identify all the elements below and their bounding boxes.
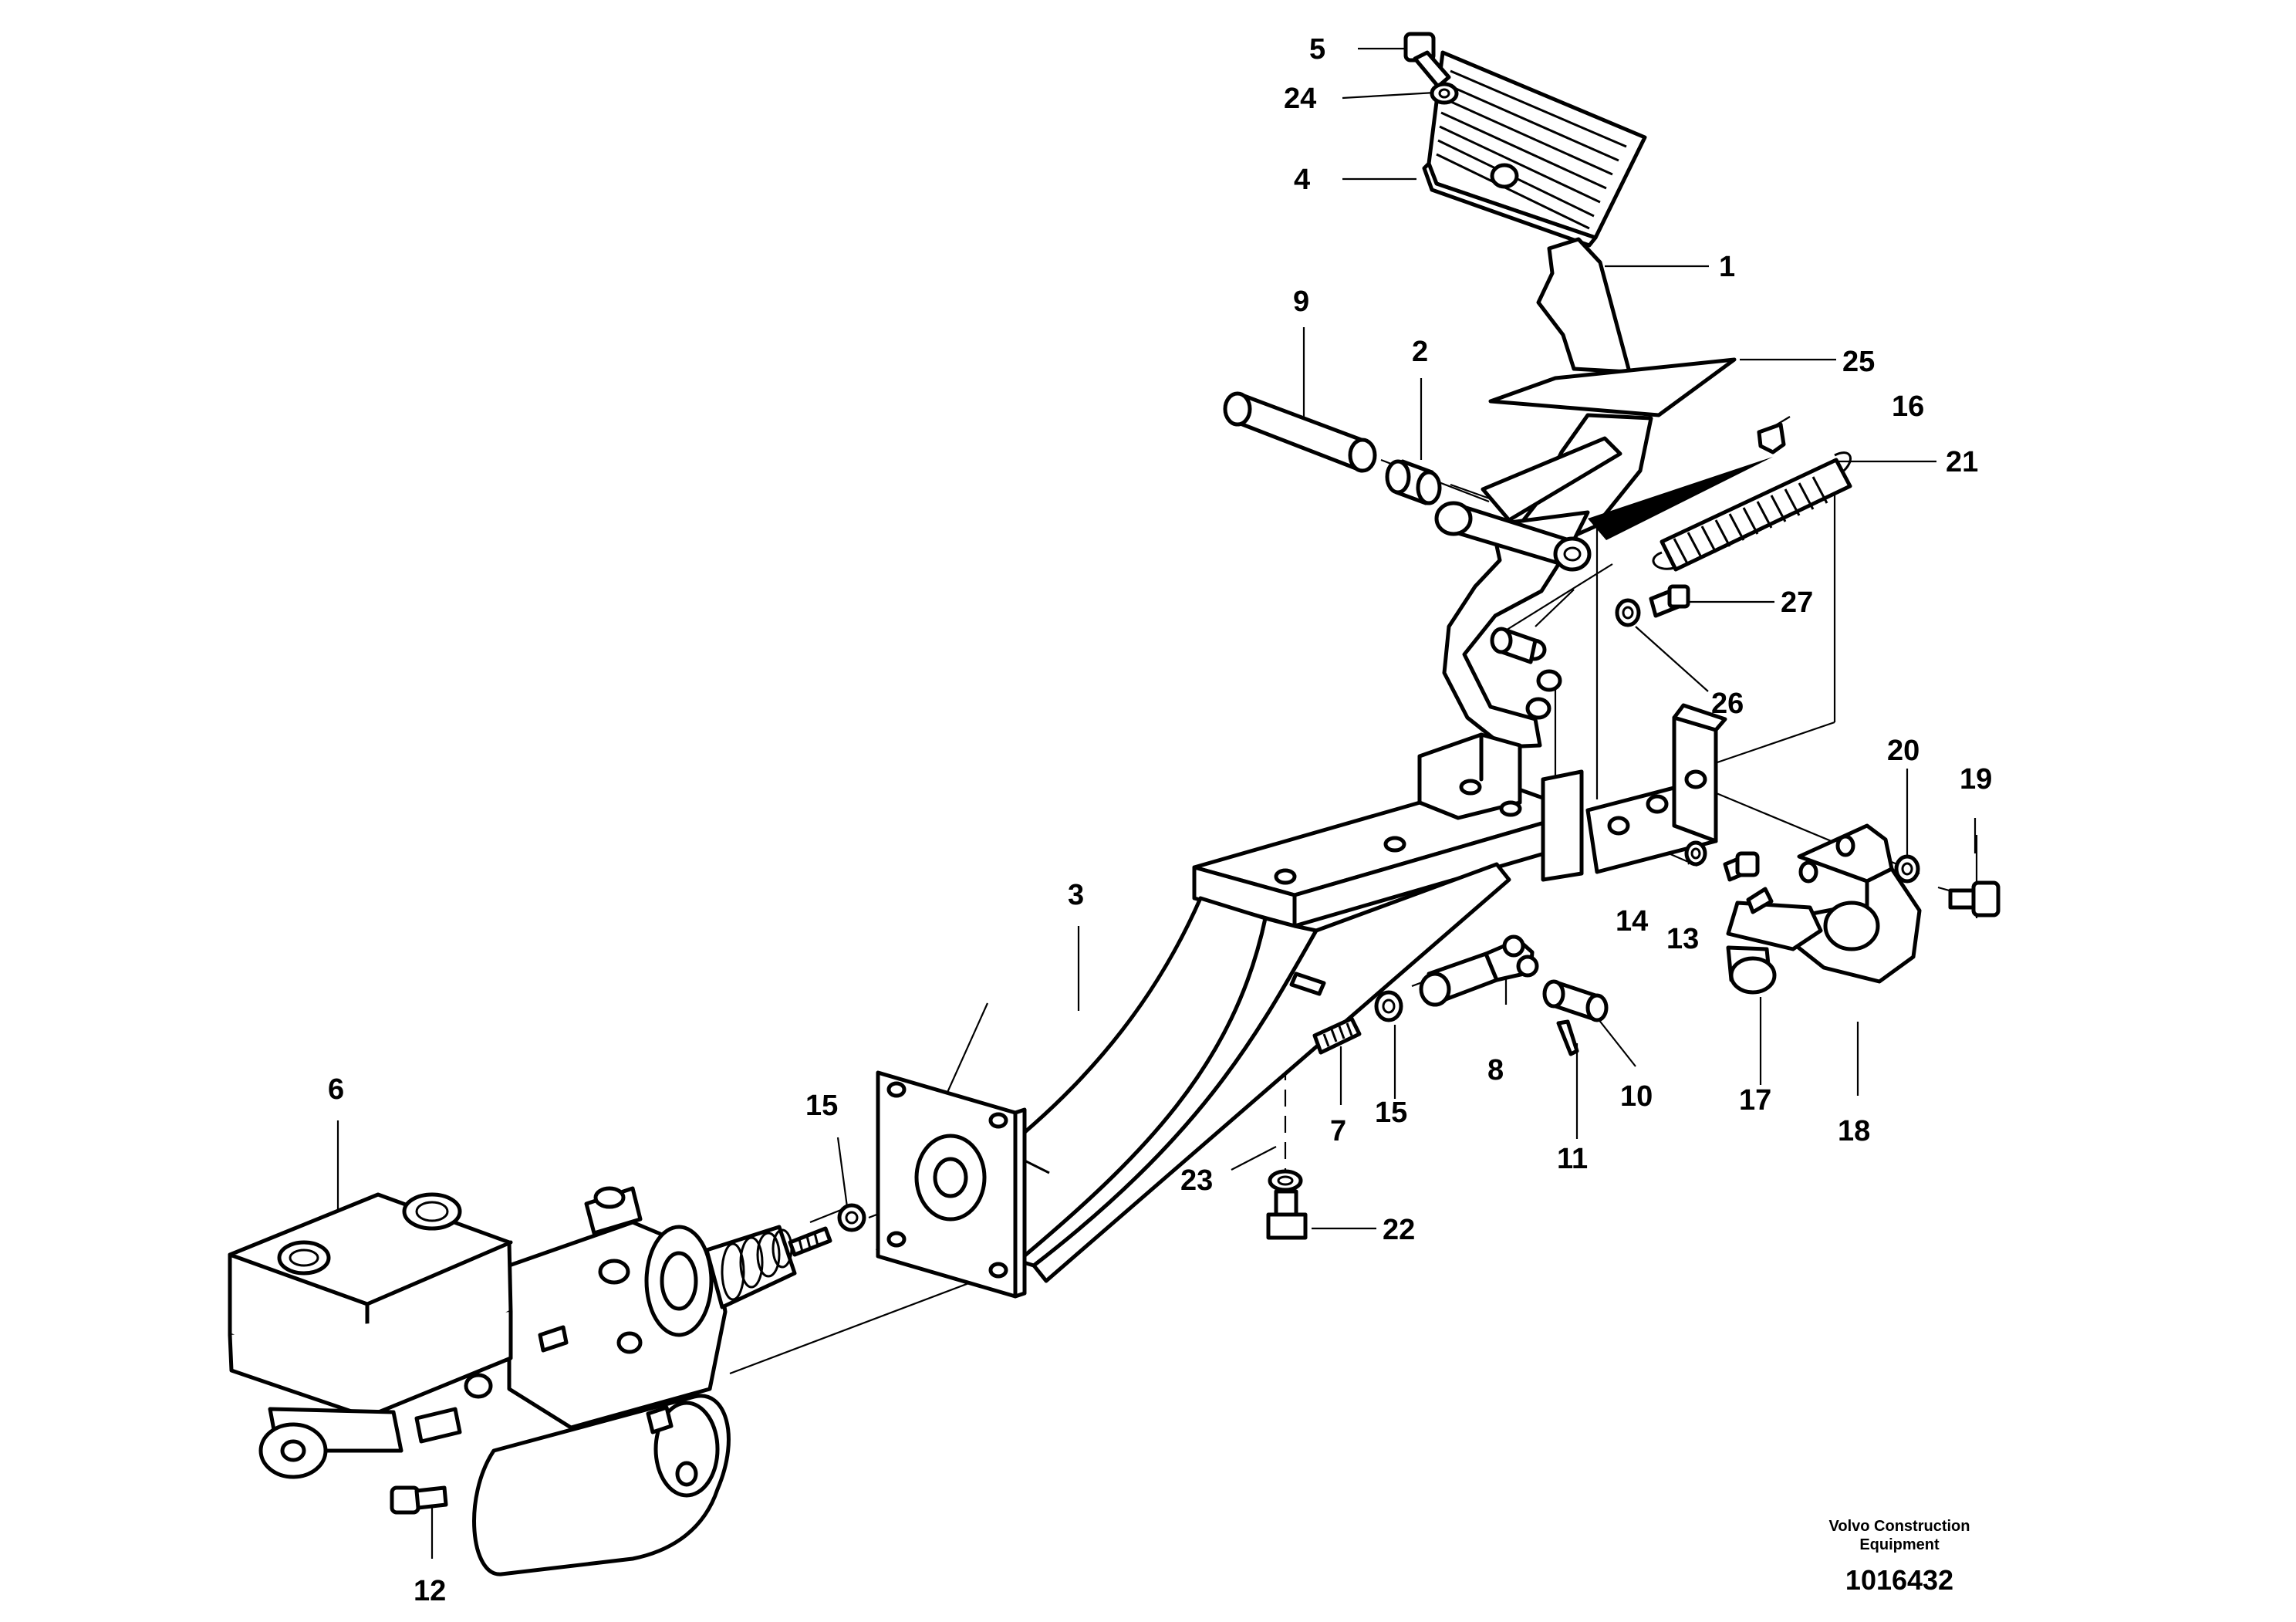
- callout-22: 22: [1383, 1214, 1415, 1246]
- callout-4: 4: [1294, 164, 1310, 196]
- clevis-8: [1419, 934, 1539, 1007]
- brake-light-switch-17: [1726, 887, 1823, 995]
- threaded-rod-7: [1312, 1016, 1362, 1055]
- callout-12: 12: [414, 1575, 446, 1607]
- callout-21: 21: [1946, 446, 1978, 478]
- cotter-pin-11: [1556, 1019, 1579, 1056]
- nut-15-right: [1374, 990, 1403, 1022]
- screw-27: [1649, 584, 1690, 618]
- callout-6: 6: [328, 1073, 344, 1106]
- pivot-tube: [1434, 501, 1592, 572]
- callout-17: 17: [1739, 1084, 1771, 1117]
- washer-26: [1615, 598, 1641, 627]
- document-number: 1016432: [1845, 1564, 1953, 1596]
- washer-24: [1430, 82, 1459, 105]
- spring-21: [1652, 451, 1852, 572]
- brand-line-2: Equipment: [1859, 1536, 1940, 1553]
- callout-2: 2: [1412, 336, 1428, 368]
- bolt-12: [390, 1485, 448, 1515]
- pedal-arm: [1442, 237, 1773, 749]
- switch-bracket-18: [1784, 823, 1922, 984]
- callout-24: 24: [1284, 83, 1316, 115]
- callout-16: 16: [1892, 390, 1924, 423]
- callout-26: 26: [1711, 688, 1744, 720]
- callout-3: 3: [1068, 879, 1084, 911]
- callout-25: 25: [1842, 346, 1875, 378]
- callout-18: 18: [1838, 1115, 1870, 1147]
- washer-20: [1894, 854, 1920, 884]
- callout-11: 11: [1557, 1143, 1588, 1175]
- pin-10: [1542, 979, 1609, 1022]
- callout-14: 14: [1616, 905, 1648, 938]
- leader-lines: [336, 47, 1978, 1559]
- callout-15-left: 15: [805, 1090, 838, 1122]
- brand-line-1: Volvo Construction: [1829, 1518, 1970, 1535]
- nut-15-left: [837, 1203, 866, 1232]
- callout-27: 27: [1781, 586, 1813, 619]
- callout-15-right: 15: [1375, 1097, 1407, 1129]
- callout-8: 8: [1487, 1054, 1504, 1086]
- bracket-3: [876, 703, 1727, 1299]
- callout-1: 1: [1719, 251, 1735, 283]
- pin-9: [1223, 391, 1377, 473]
- callout-23: 23: [1180, 1164, 1213, 1197]
- washer-23: [1268, 1169, 1303, 1192]
- callout-9: 9: [1293, 286, 1309, 318]
- callout-20: 20: [1887, 735, 1920, 767]
- bushing-2: [1385, 459, 1442, 505]
- washer-14: [1684, 840, 1707, 867]
- callout-10: 10: [1620, 1080, 1653, 1113]
- callout-7: 7: [1330, 1115, 1346, 1147]
- screw-13: [1723, 851, 1760, 882]
- callout-5: 5: [1309, 33, 1325, 66]
- callout-19: 19: [1960, 763, 1992, 796]
- callout-labels: 5 24 4 1 9 2 25 16 21 27 26 20 19 14 13 …: [328, 33, 1992, 1607]
- pedal-pad: [1422, 50, 1647, 248]
- bolt-5: [1403, 32, 1451, 89]
- grease-nipple-16: [1757, 422, 1786, 454]
- callout-13: 13: [1666, 923, 1699, 955]
- bolt-22: [1266, 1189, 1308, 1240]
- bolt-19: [1948, 880, 2001, 917]
- master-cylinder-6: [228, 1186, 832, 1576]
- stop-pin: [1490, 627, 1538, 664]
- footer: Volvo Construction Equipment 1016432: [1829, 1518, 1970, 1596]
